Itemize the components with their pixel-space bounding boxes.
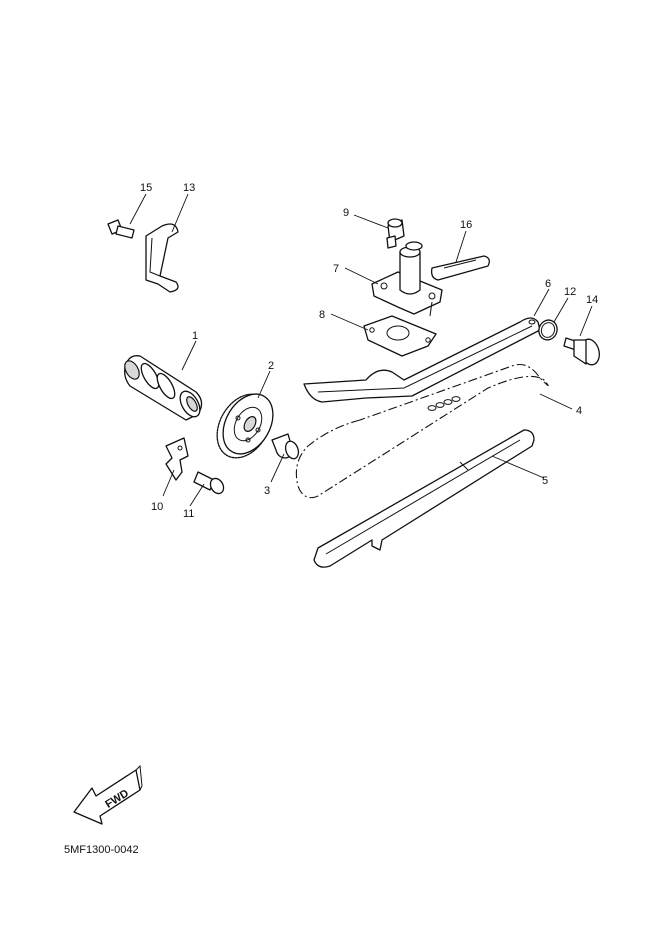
chain-link-detail — [427, 396, 461, 411]
leader-lines — [129, 193, 593, 507]
callout-16: 16 — [460, 219, 472, 231]
tensioner-body-part-7 — [371, 241, 443, 317]
bolt-part-3 — [271, 433, 300, 460]
callout-7: 7 — [333, 263, 339, 275]
tensioner-guide-part-6 — [303, 317, 541, 403]
callout-15: 15 — [140, 182, 152, 194]
bracket-part-13 — [145, 223, 179, 293]
callout-1: 1 — [192, 330, 198, 342]
camshaft-part-1 — [124, 355, 203, 421]
callout-9: 9 — [343, 207, 349, 219]
bolt-part-11 — [193, 471, 225, 495]
callout-8: 8 — [319, 309, 325, 321]
diagram-code-label: 5MF1300-0042 — [64, 844, 139, 856]
gasket-part-8 — [363, 315, 437, 357]
callout-6: 6 — [545, 278, 551, 290]
forward-direction-arrow: FWD — [73, 764, 143, 825]
callout-numbers: 1 2 3 4 5 6 7 8 9 10 11 12 13 14 15 16 — [140, 182, 598, 520]
cap-bolt-part-14 — [563, 337, 600, 366]
bolt-part-9 — [386, 218, 405, 249]
callout-11: 11 — [183, 508, 194, 520]
cam-chain-part-4 — [295, 363, 549, 499]
callout-10: 10 — [151, 501, 163, 513]
plate-part-16 — [430, 255, 490, 281]
callout-4: 4 — [576, 405, 582, 417]
o-ring-part-12 — [538, 319, 558, 341]
callout-3: 3 — [264, 485, 270, 497]
callout-14: 14 — [586, 294, 598, 306]
callout-5: 5 — [542, 475, 548, 487]
chain-guide-part-5 — [313, 429, 535, 568]
callout-2: 2 — [268, 360, 274, 372]
callout-13: 13 — [183, 182, 195, 194]
lock-plate-part-10 — [165, 437, 189, 481]
callout-12: 12 — [564, 286, 576, 298]
screw-part-15 — [107, 219, 135, 239]
cam-sprocket-part-2 — [216, 393, 274, 459]
